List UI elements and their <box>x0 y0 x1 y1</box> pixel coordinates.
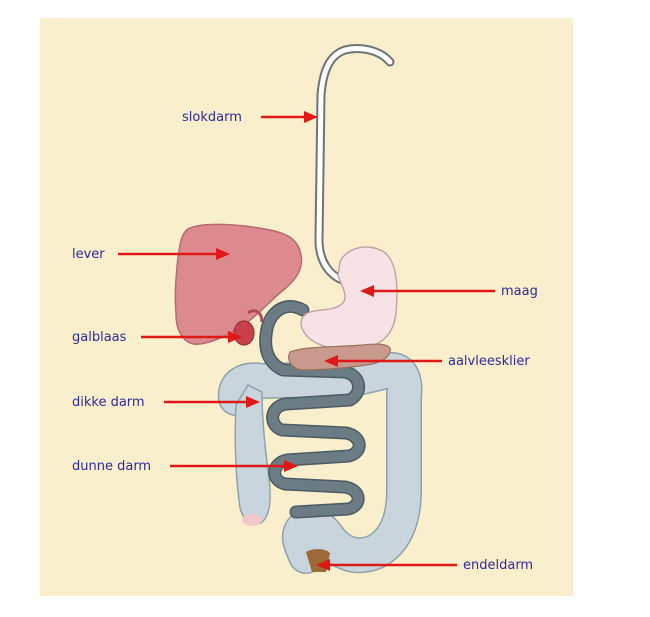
arrow-slokdarm <box>261 111 318 123</box>
esophagus-shape <box>314 44 395 285</box>
label-galblaas: galblaas <box>72 330 127 345</box>
label-slokdarm: slokdarm <box>182 110 242 125</box>
arrow-maag <box>360 285 495 297</box>
arrow-dunne-darm <box>170 460 298 472</box>
label-aalvleesklier: aalvleesklier <box>448 354 530 369</box>
label-dikke-darm: dikke darm <box>72 395 145 410</box>
label-lever: lever <box>72 247 105 262</box>
arrow-lever <box>118 248 230 260</box>
arrow-aalvleesklier <box>324 355 442 367</box>
label-dunne-darm: dunne darm <box>72 459 151 474</box>
arrow-endeldarm <box>316 559 457 571</box>
arrow-galblaas <box>141 331 242 343</box>
pancreas-shape <box>288 343 391 371</box>
arrow-dikke-darm <box>164 396 260 408</box>
label-endeldarm: endeldarm <box>463 558 533 573</box>
label-maag: maag <box>501 284 538 299</box>
small-intestine-shape <box>259 299 366 519</box>
gallbladder-shape <box>233 309 264 346</box>
